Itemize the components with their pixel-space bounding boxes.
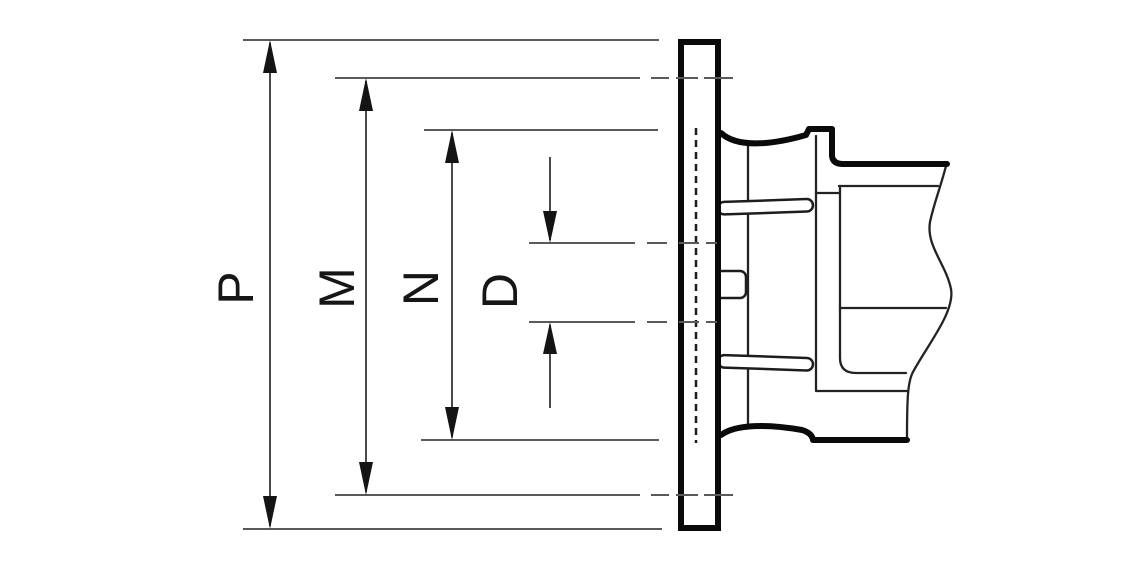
- bore-inner-profile: [838, 184, 908, 375]
- bayonet-tab-upper: [716, 197, 815, 216]
- arrowhead-D-down: [543, 211, 557, 243]
- label-N: N: [393, 270, 449, 306]
- dimension-N: N: [393, 130, 459, 440]
- dimension-D: D: [472, 157, 557, 408]
- flange-plate: [678, 39, 721, 531]
- arrowhead-D-up: [543, 322, 557, 354]
- outer-profile-bottom: [718, 423, 910, 443]
- bayonet-tabs: [712, 197, 815, 372]
- arrowhead-M-up: [359, 78, 373, 111]
- extension-lines: [243, 39, 662, 530]
- dimension-P: P: [208, 40, 277, 529]
- label-M: M: [309, 267, 365, 309]
- outer-profile-top: [718, 126, 950, 167]
- arrowhead-P-down: [263, 496, 277, 529]
- label-D: D: [472, 273, 528, 309]
- part-body: [718, 126, 953, 443]
- flange: [678, 39, 721, 531]
- centerlines: [647, 77, 733, 496]
- arrowhead-N-up: [445, 130, 459, 163]
- shaft-break-line: [905, 160, 953, 440]
- arrowhead-N-down: [445, 407, 459, 440]
- label-P: P: [208, 271, 264, 304]
- bayonet-tab-lower: [716, 353, 815, 372]
- dimension-M: M: [309, 78, 373, 495]
- arrowhead-M-down: [359, 462, 373, 495]
- arrowhead-P-up: [263, 40, 277, 73]
